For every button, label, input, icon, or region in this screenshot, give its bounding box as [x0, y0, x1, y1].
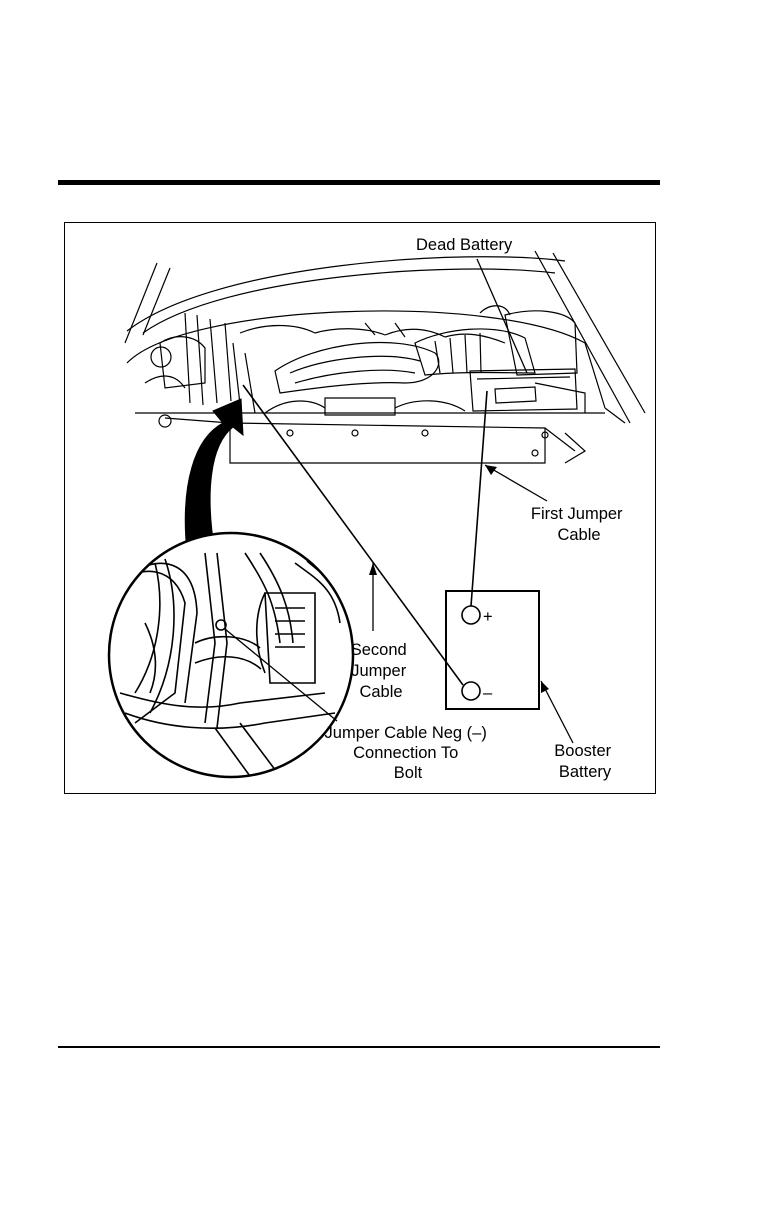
booster-negative-terminal — [462, 682, 480, 700]
booster-positive-terminal — [462, 606, 480, 624]
first-jumper-cable-label: First Jumper Cable — [531, 505, 627, 544]
negative-terminal-label: – — [483, 684, 493, 702]
jump-start-diagram: + – Dead Battery First Jumper Cable Seco… — [65, 223, 657, 795]
dead-battery-label: Dead Battery — [416, 236, 513, 254]
booster-battery: + – — [446, 591, 539, 709]
first-jumper-cable — [471, 391, 487, 606]
positive-terminal-label: + — [483, 608, 493, 626]
top-rule — [58, 180, 660, 185]
detail-inset-circle — [109, 533, 353, 783]
second-jumper-cable-label: Second Jumper Cable — [351, 641, 412, 701]
bottom-rule — [58, 1046, 660, 1048]
booster-battery-label: Booster Battery — [554, 742, 615, 781]
jump-start-figure: + – Dead Battery First Jumper Cable Seco… — [64, 222, 656, 794]
neg-connection-label: Jumper Cable Neg (–) Connection To Bolt — [325, 724, 492, 782]
engine-compartment-illustration — [125, 251, 645, 463]
